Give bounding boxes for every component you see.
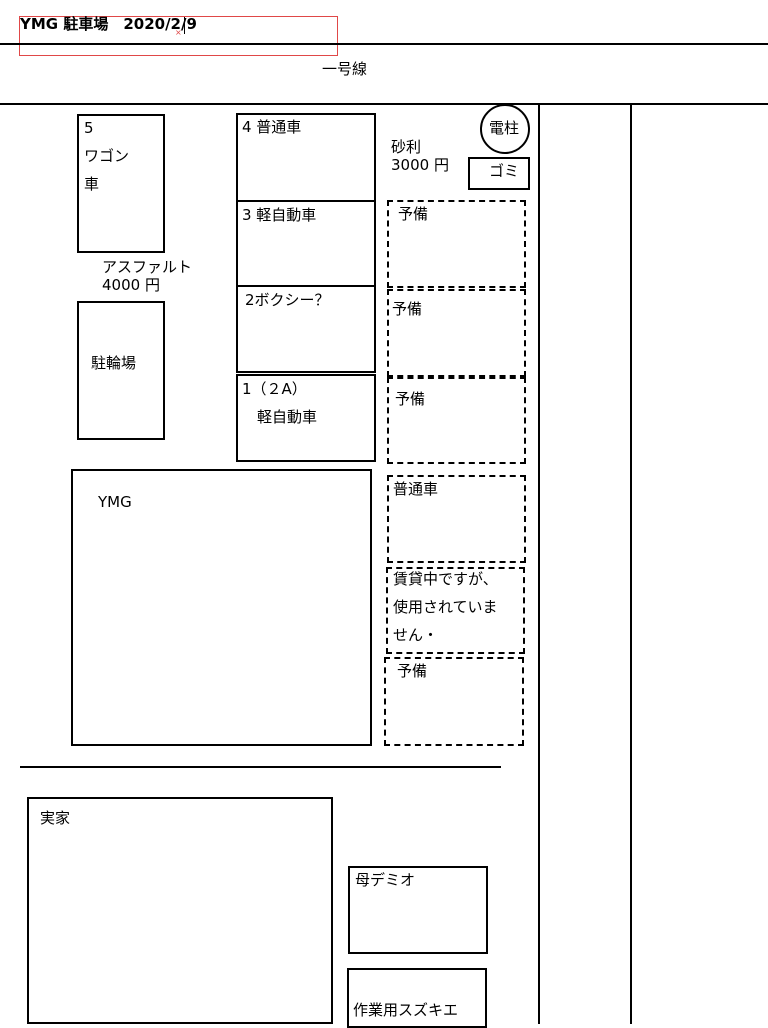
road-bottom-line bbox=[0, 103, 768, 105]
gravel-slot-label: 予備 bbox=[395, 390, 426, 408]
gravel-slot-label: 普通車 bbox=[393, 480, 439, 498]
garbage-area[interactable] bbox=[468, 157, 530, 190]
section-divider bbox=[20, 766, 501, 768]
parking-slot-4-label: 4 普通車 bbox=[242, 118, 302, 136]
gravel-slot[interactable] bbox=[387, 200, 526, 288]
parking-slot-1[interactable] bbox=[236, 374, 376, 462]
utility-pole-icon bbox=[480, 104, 530, 154]
parking-slot-5-label: 5 ワゴン 車 bbox=[84, 119, 130, 193]
road-label: 一号線 bbox=[322, 60, 368, 78]
parking-slot-5[interactable] bbox=[77, 114, 165, 253]
page-title: YMG 駐車場 2020/2/9 bbox=[20, 15, 197, 33]
bicycle-parking-label: 駐輪場 bbox=[91, 354, 137, 372]
family-home[interactable] bbox=[27, 797, 333, 1024]
garbage-area-label: ゴミ bbox=[489, 162, 520, 180]
property-boundary-line bbox=[538, 103, 540, 1024]
ymg-building-label: YMG bbox=[98, 493, 132, 511]
parking-slot-1-label: 1（２A） 軽自動車 bbox=[242, 380, 318, 426]
mother-car-label: 母デミオ bbox=[355, 871, 416, 889]
asphalt-label: アスファルト 4000 円 bbox=[102, 258, 193, 294]
text-cursor bbox=[184, 17, 185, 34]
gravel-area-label: 砂利 3000 円 bbox=[391, 138, 449, 174]
gravel-slot[interactable] bbox=[387, 289, 526, 377]
gravel-slot-rented[interactable] bbox=[386, 567, 525, 654]
gravel-slot[interactable] bbox=[387, 475, 526, 563]
utility-pole-label: 電柱 bbox=[489, 119, 520, 137]
parking-slot-2-label: 2ボクシー？ bbox=[245, 291, 330, 309]
ymg-building[interactable] bbox=[71, 469, 372, 746]
gravel-slot[interactable] bbox=[387, 377, 526, 464]
parking-slot-3-label: 3 軽自動車 bbox=[242, 206, 317, 224]
gravel-slot[interactable] bbox=[384, 657, 524, 746]
work-car-label: 作業用スズキエ bbox=[353, 1001, 459, 1019]
mother-car-slot[interactable] bbox=[348, 866, 488, 954]
resize-handle[interactable]: × bbox=[175, 28, 182, 37]
road-top-line bbox=[0, 43, 768, 45]
gravel-slot-label: 予備 bbox=[398, 205, 429, 223]
gravel-slot-label: 賃貸中ですが、 使用されていま せん・ bbox=[393, 570, 498, 644]
title-selection-box[interactable] bbox=[19, 16, 338, 56]
gravel-slot-label: 予備 bbox=[397, 662, 428, 680]
parking-slot-2[interactable] bbox=[236, 285, 376, 373]
bicycle-parking[interactable] bbox=[77, 301, 165, 440]
family-home-label: 実家 bbox=[40, 809, 71, 827]
neighbor-boundary-line bbox=[630, 103, 632, 1024]
gravel-slot-label: 予備 bbox=[392, 300, 423, 318]
